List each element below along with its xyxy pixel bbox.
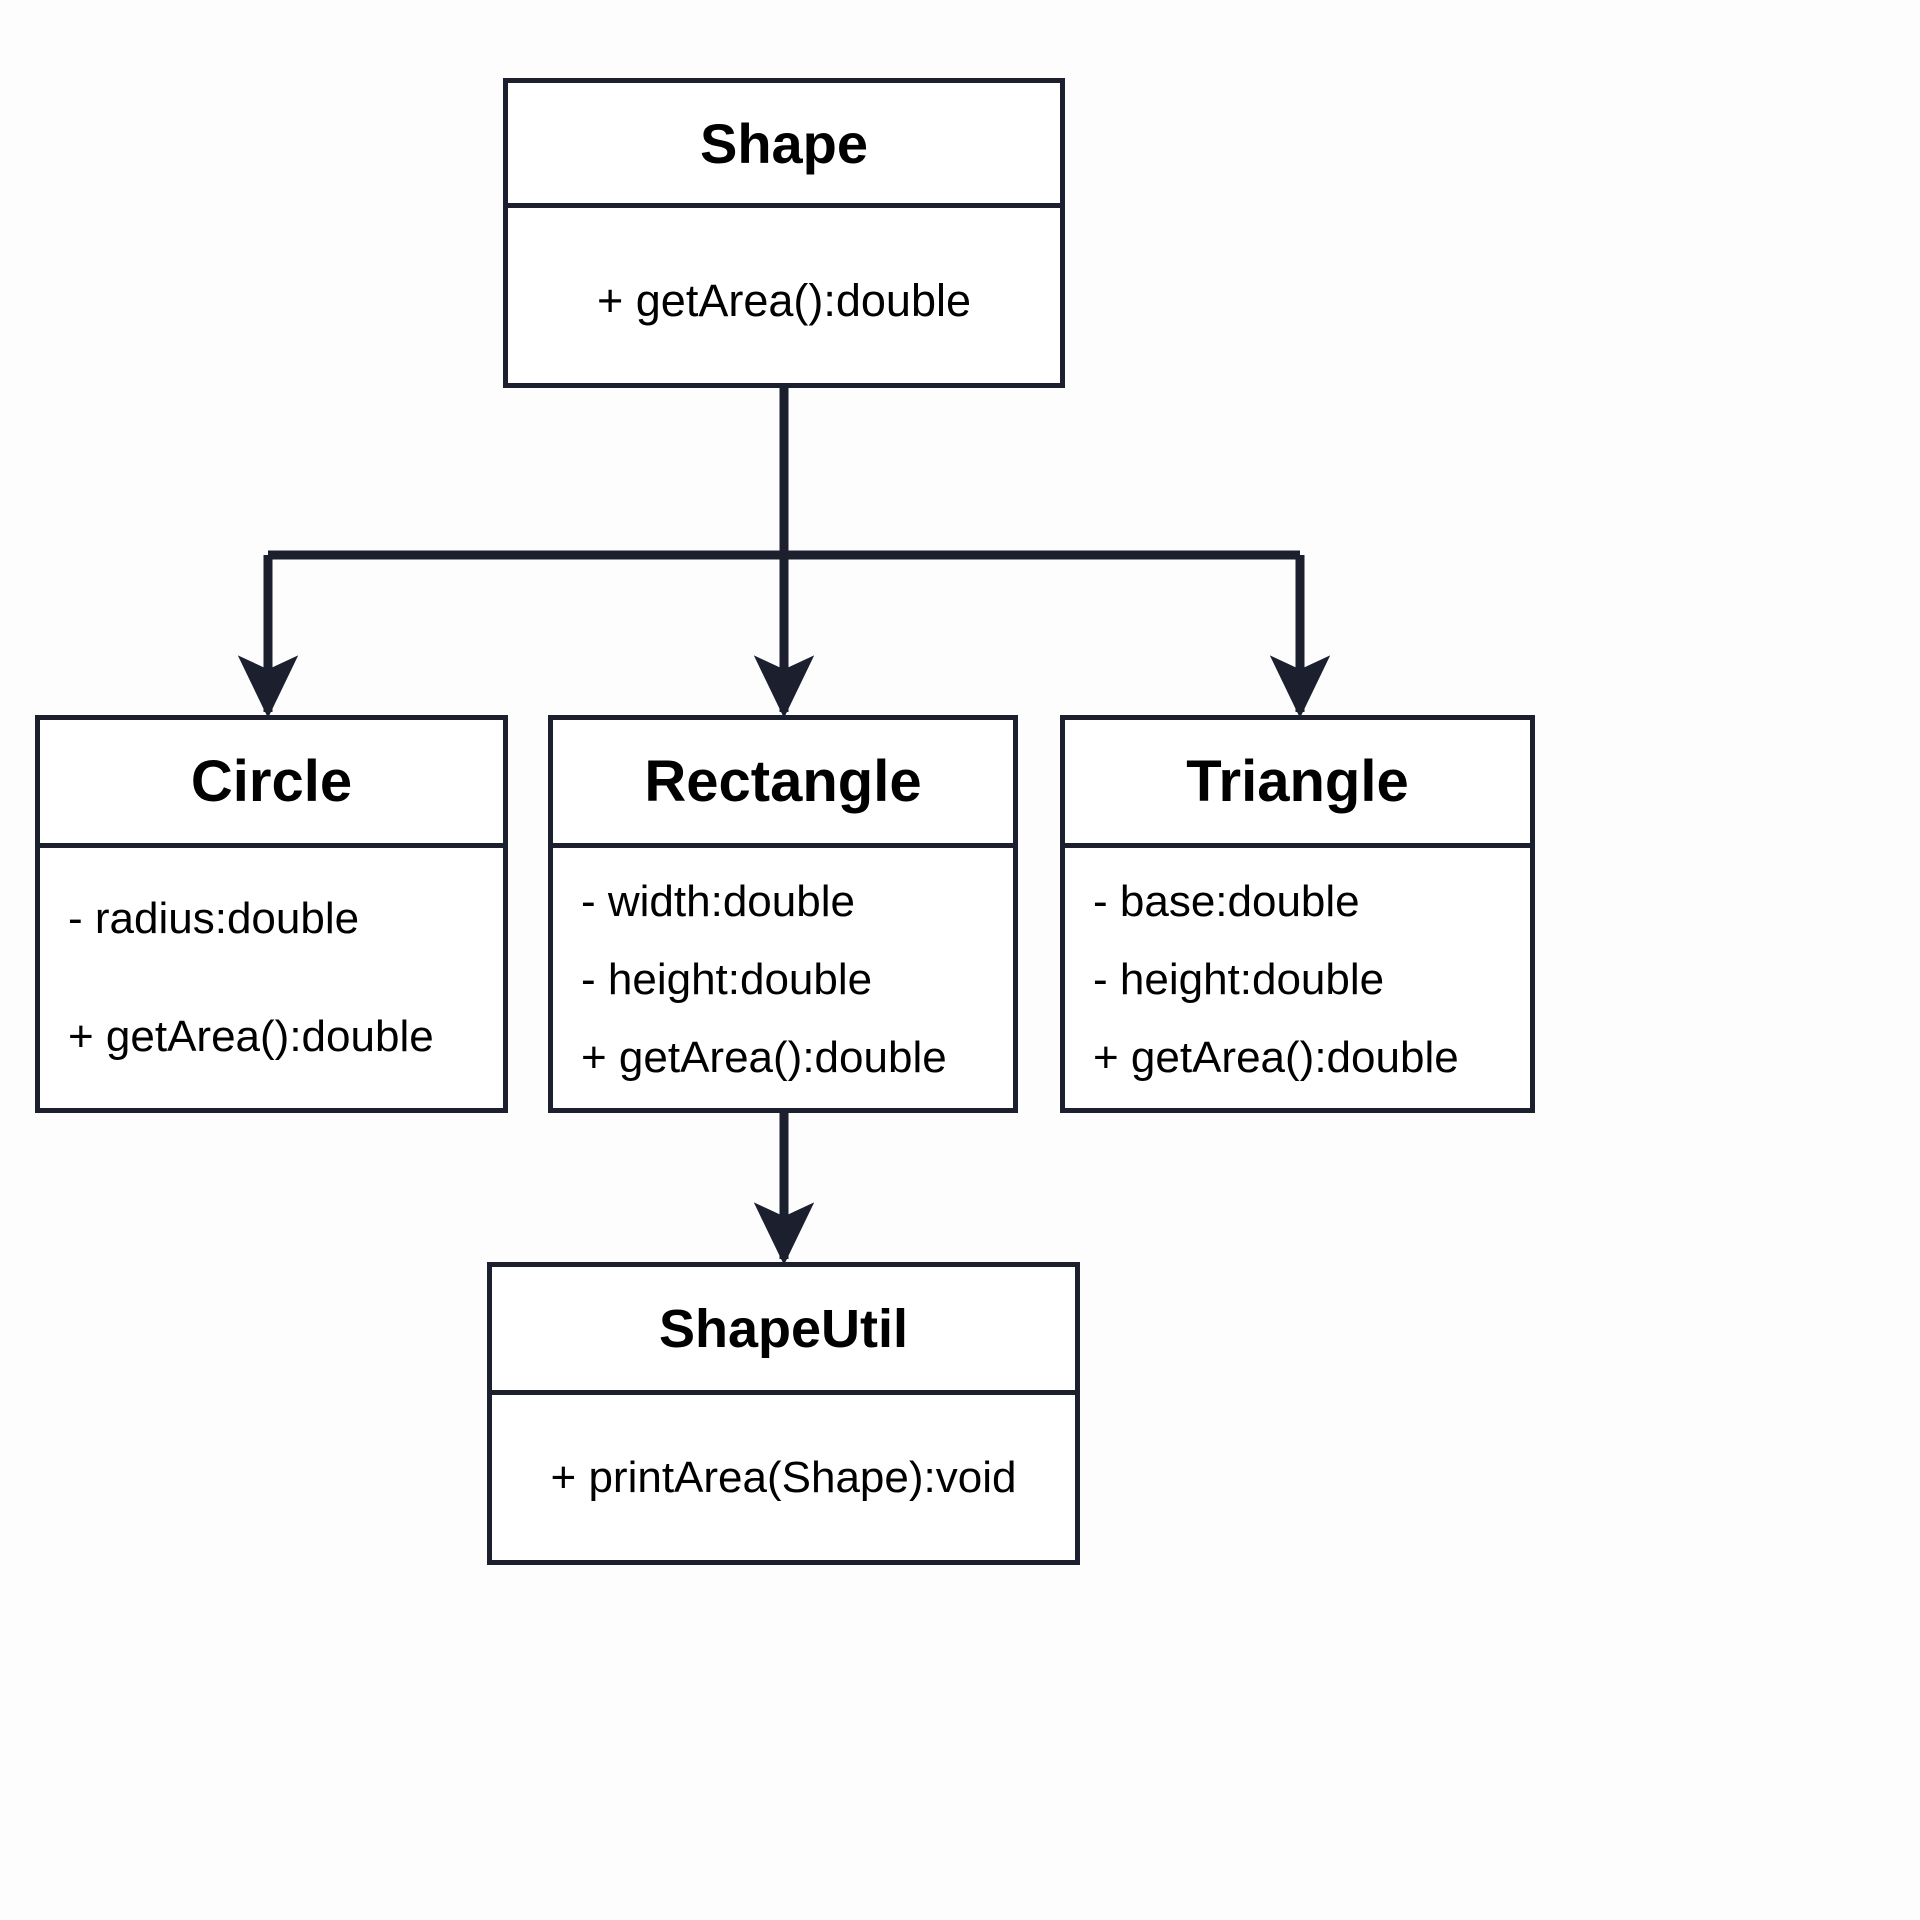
class-method-shape-getarea: + getArea():double [597,274,971,326]
class-divider-shape [508,203,1060,208]
class-name-shape: Shape [699,111,869,175]
class-divider-triangle [1065,843,1530,848]
class-attribute-rectangle-width: - width:double [581,877,855,926]
class-attribute-triangle-base: - base:double [1093,877,1360,926]
class-box-shapeutil[interactable]: ShapeUtil + printArea(Shape):void [487,1262,1080,1565]
class-members-circle: - radius:double + getArea():double [40,848,503,1108]
class-divider-circle [40,843,503,848]
class-attribute-circle-radius: - radius:double [68,894,360,943]
class-name-rectangle: Rectangle [644,749,922,814]
class-members-shapeutil: + printArea(Shape):void [492,1395,1075,1560]
class-divider-rectangle [553,843,1013,848]
class-box-shape[interactable]: Shape + getArea():double [503,78,1065,388]
class-box-rectangle[interactable]: Rectangle - width:double - height:double… [548,715,1018,1113]
class-name-shapeutil: ShapeUtil [658,1298,909,1359]
class-members-triangle: - base:double - height:double + getArea(… [1065,848,1530,1108]
class-members-rectangle: - width:double - height:double + getArea… [553,848,1013,1108]
class-name-triangle: Triangle [1186,749,1409,814]
class-method-triangle-getarea: + getArea():double [1093,1033,1459,1082]
class-members-shape: + getArea():double [508,208,1060,383]
class-method-rectangle-getarea: + getArea():double [581,1033,947,1082]
class-attribute-triangle-height: - height:double [1093,955,1385,1004]
class-name-circle: Circle [190,749,353,814]
class-attribute-rectangle-height: - height:double [581,955,873,1004]
class-method-circle-getarea: + getArea():double [68,1012,434,1061]
class-box-circle[interactable]: Circle - radius:double + getArea():doubl… [35,715,508,1113]
class-box-triangle[interactable]: Triangle - base:double - height:double +… [1060,715,1535,1113]
class-divider-shapeutil [492,1390,1075,1395]
class-method-shapeutil-printarea: + printArea(Shape):void [550,1452,1017,1502]
